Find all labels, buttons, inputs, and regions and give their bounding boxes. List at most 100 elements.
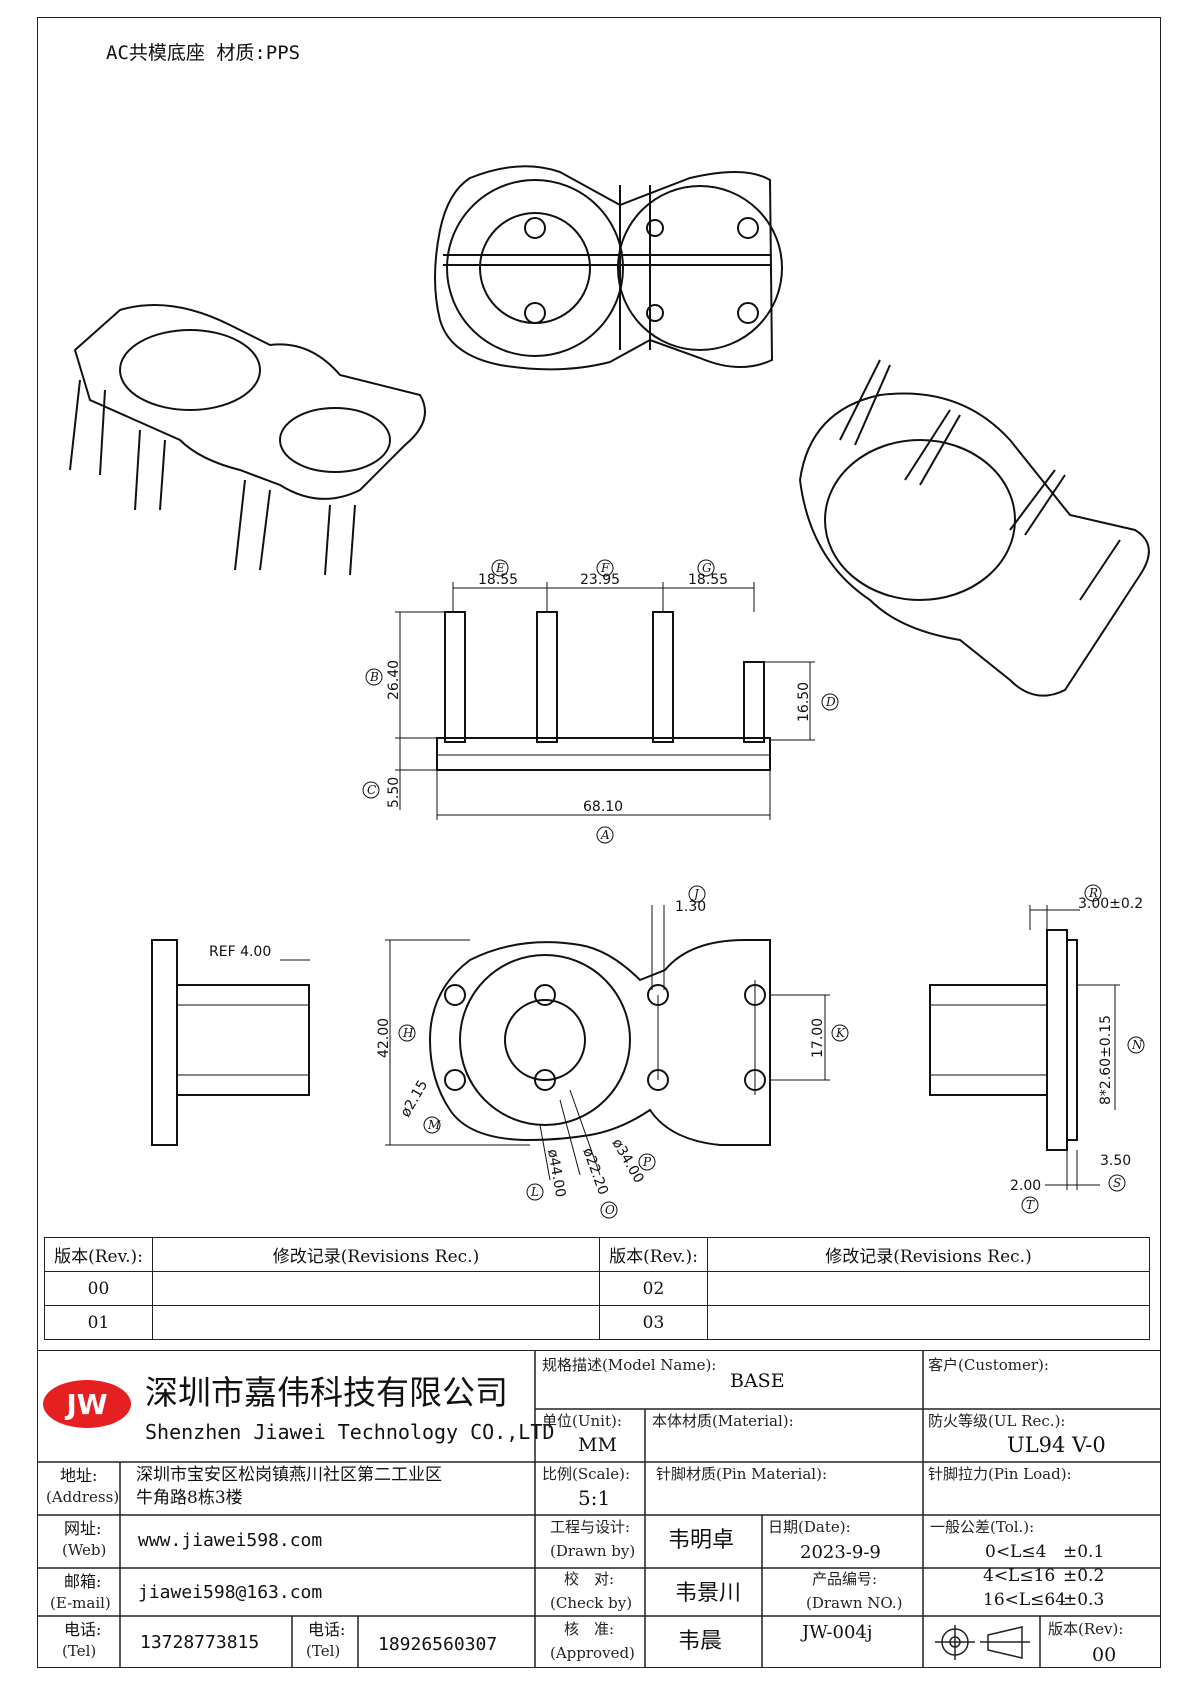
revision-table: 版本(Rev.): 修改记录(Revisions Rec.) 版本(Rev.):… bbox=[44, 1237, 1150, 1340]
ul-label: 防火等级(UL Rec.): bbox=[928, 1412, 1066, 1430]
rev-label: 版本(Rev): bbox=[1048, 1620, 1124, 1638]
tolerance-range-1: 0<L≤4 bbox=[985, 1542, 1047, 1562]
model-label: 规格描述(Model Name): bbox=[542, 1356, 717, 1374]
label-j: J bbox=[691, 887, 700, 901]
rev-col-header: 版本(Rev.): bbox=[44, 1237, 153, 1272]
drawn-no-label: 产品编号: bbox=[812, 1570, 878, 1588]
tel-value-1: 13728773815 bbox=[140, 1632, 260, 1653]
table-row: 00 02 bbox=[44, 1271, 1150, 1306]
web-label-en: (Web) bbox=[62, 1541, 107, 1559]
top-view bbox=[434, 165, 783, 371]
dim-s: 3.50 bbox=[1100, 1153, 1131, 1169]
tolerance-value-1: ±0.1 bbox=[1063, 1542, 1105, 1562]
title-block bbox=[37, 1350, 1161, 1668]
isometric-view-left bbox=[69, 304, 426, 576]
label-d: D bbox=[825, 695, 836, 709]
tel-value-2: 18926560307 bbox=[378, 1634, 498, 1655]
tel-label-2: 电话: bbox=[308, 1620, 346, 1639]
check-value: 韦景川 bbox=[675, 1581, 742, 1606]
dim-b: 26.40 bbox=[386, 660, 402, 700]
dim-j: 1.30 bbox=[675, 899, 706, 915]
scale-label: 比例(Scale): bbox=[542, 1465, 631, 1483]
pin-load-label: 针脚拉力(Pin Load): bbox=[928, 1465, 1072, 1483]
label-e: E bbox=[495, 561, 505, 575]
dim-c: 5.50 bbox=[386, 777, 402, 808]
tel-label-en-2: (Tel) bbox=[306, 1642, 341, 1660]
dim-a: 68.10 bbox=[583, 799, 623, 815]
model-value: BASE bbox=[730, 1370, 785, 1392]
label-k: K bbox=[835, 1026, 846, 1040]
rev-col-header: 版本(Rev.): bbox=[599, 1237, 708, 1272]
dim-n: 8*2.60±0.15 bbox=[1098, 1015, 1114, 1105]
drawn-value: 韦明卓 bbox=[668, 1528, 735, 1553]
dim-e: 18.55 bbox=[478, 572, 518, 588]
tolerance-value-3: ±0.3 bbox=[1063, 1590, 1105, 1610]
unit-label: 单位(Unit): bbox=[542, 1412, 622, 1430]
address-label: 地址: bbox=[60, 1466, 98, 1485]
label-m: M bbox=[427, 1118, 441, 1132]
company-name-en: Shenzhen Jiawei Technology CO.,LTD bbox=[145, 1420, 555, 1444]
table-row: 01 03 bbox=[44, 1305, 1150, 1340]
label-s: S bbox=[1113, 1176, 1121, 1190]
drawn-label-en: (Drawn by) bbox=[550, 1542, 636, 1560]
dim-r: 3.00±0.2 bbox=[1078, 896, 1143, 912]
dim-g: 18.55 bbox=[688, 572, 728, 588]
bottom-view bbox=[385, 905, 830, 1181]
address-label-en: (Address) bbox=[46, 1488, 120, 1506]
unit-value: MM bbox=[578, 1434, 617, 1456]
email-label: 邮箱: bbox=[64, 1572, 102, 1591]
address-line-2: 牛角路8栋3楼 bbox=[136, 1488, 243, 1508]
label-t: T bbox=[1026, 1198, 1035, 1212]
side-view-right bbox=[929, 905, 1120, 1190]
tel-label: 电话: bbox=[64, 1620, 102, 1639]
approved-label-en: (Approved) bbox=[550, 1644, 635, 1662]
side-view-left bbox=[151, 939, 310, 1146]
scale-value: 5:1 bbox=[578, 1486, 611, 1510]
label-o: O bbox=[605, 1203, 615, 1217]
web-link[interactable]: www.jiawei598.com bbox=[138, 1530, 323, 1551]
tolerance-range-3: 16<L≤64 bbox=[983, 1590, 1067, 1610]
drawn-label: 工程与设计: bbox=[550, 1518, 631, 1536]
check-label-en: (Check by) bbox=[550, 1594, 633, 1612]
label-b: B bbox=[369, 670, 379, 684]
label-l: L bbox=[530, 1185, 539, 1199]
dim-d: 16.50 bbox=[796, 682, 812, 722]
approved-value: 韦晨 bbox=[678, 1629, 723, 1654]
tolerance-value-2: ±0.2 bbox=[1063, 1566, 1105, 1586]
tel-label-en: (Tel) bbox=[62, 1642, 97, 1660]
approved-label: 核 准: bbox=[564, 1620, 615, 1638]
isometric-view-right bbox=[798, 359, 1150, 697]
date-label: 日期(Date): bbox=[768, 1518, 851, 1536]
drawn-no-label-en: (Drawn NO.) bbox=[806, 1594, 903, 1612]
dim-f: 23.95 bbox=[580, 572, 620, 588]
company-name-cn: 深圳市嘉伟科技有限公司 bbox=[145, 1373, 508, 1412]
date-value: 2023-9-9 bbox=[800, 1542, 881, 1563]
dim-h: 42.00 bbox=[376, 1018, 392, 1058]
label-c: C bbox=[367, 783, 376, 797]
dim-t: 2.00 bbox=[1010, 1178, 1041, 1194]
material-label: 本体材质(Material): bbox=[652, 1412, 794, 1430]
label-n: N bbox=[1131, 1038, 1143, 1052]
drawing-title: AC共模底座 材质:PPS bbox=[106, 42, 301, 64]
web-label: 网址: bbox=[64, 1519, 102, 1538]
label-r: R bbox=[1088, 886, 1098, 900]
check-label: 校 对: bbox=[564, 1570, 615, 1588]
rev-value: 00 bbox=[1092, 1644, 1117, 1666]
email-label-en: (E-mail) bbox=[50, 1594, 111, 1612]
tolerance-label: 一般公差(Tol.): bbox=[930, 1518, 1035, 1536]
address-line-1: 深圳市宝安区松岗镇燕川社区第二工业区 bbox=[136, 1465, 442, 1485]
tolerance-range-2: 4<L≤16 bbox=[983, 1566, 1056, 1586]
rec-col-header: 修改记录(Revisions Rec.) bbox=[152, 1237, 600, 1272]
drawn-no-value: JW-004j bbox=[802, 1622, 873, 1643]
label-h: H bbox=[402, 1026, 414, 1040]
front-view bbox=[395, 582, 815, 820]
logo-text: JW bbox=[64, 1388, 107, 1421]
dim-ref: REF 4.00 bbox=[209, 944, 271, 960]
email-link[interactable]: jiawei598@163.com bbox=[138, 1582, 323, 1603]
ul-value: UL94 V-0 bbox=[1007, 1433, 1106, 1457]
dim-k: 17.00 bbox=[810, 1018, 826, 1058]
customer-label: 客户(Customer): bbox=[928, 1356, 1049, 1374]
